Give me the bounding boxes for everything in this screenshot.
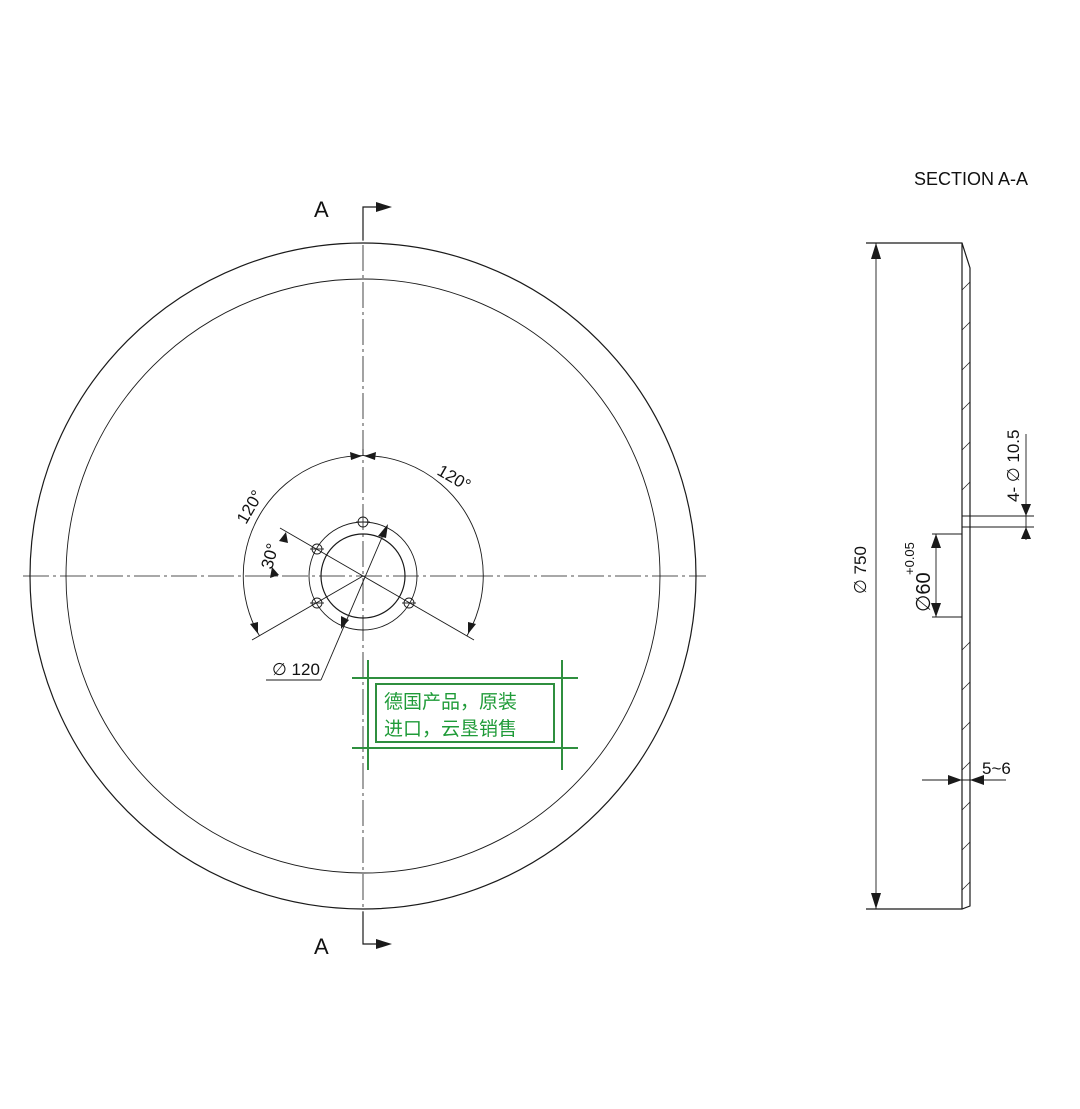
dimension-bolt-circle: ∅ 120 bbox=[272, 660, 320, 679]
angle-arrowhead bbox=[364, 452, 376, 460]
dimension-outer-diameter: ∅ 750 bbox=[851, 546, 870, 594]
front-view: A A 120° 120° 30° ∅ bbox=[23, 197, 706, 959]
angle-arrowhead bbox=[350, 452, 362, 460]
section-marker-top-line bbox=[362, 206, 378, 240]
bolt-circle-arrowhead bbox=[378, 524, 388, 538]
angle-arrowhead bbox=[270, 567, 279, 578]
bore-arrowhead bbox=[931, 534, 941, 548]
section-extent-lines bbox=[866, 242, 971, 910]
thickness-arrowhead bbox=[948, 775, 962, 785]
watermark-stamp: 德国产品，原装 进口，云垦销售 bbox=[352, 660, 578, 770]
section-title: SECTION A-A bbox=[914, 169, 1028, 189]
section-view: SECTION A-A ∅ 750 bbox=[851, 169, 1034, 910]
stamp-text-line1: 德国产品，原装 bbox=[384, 691, 517, 713]
hole-arrowhead bbox=[1021, 527, 1031, 539]
angle-arrowhead bbox=[468, 622, 476, 634]
section-marker-top-arrow bbox=[376, 202, 392, 212]
dimension-bore: ∅60 bbox=[913, 572, 935, 612]
section-marker-bottom-line bbox=[362, 912, 378, 945]
outer-diameter-arrowhead bbox=[871, 243, 881, 259]
dimension-holes: 4- ∅ 10.5 bbox=[1004, 430, 1023, 502]
dimension-angle-top: 120° bbox=[434, 461, 474, 495]
angle-extension-line bbox=[279, 527, 364, 577]
dimension-angle-small: 30° bbox=[258, 541, 283, 571]
section-marker-bottom-letter: A bbox=[314, 934, 329, 959]
dimension-thickness: 5~6 bbox=[982, 759, 1011, 778]
bolt-circle-arrowhead bbox=[341, 616, 349, 629]
hole-arrowhead bbox=[1021, 504, 1031, 516]
section-marker-top-letter: A bbox=[314, 197, 329, 222]
bolt-circle-leader bbox=[320, 527, 387, 681]
outer-diameter-arrowhead bbox=[871, 893, 881, 909]
dimension-angle-left: 120° bbox=[233, 487, 267, 527]
thickness-arrowhead bbox=[970, 775, 984, 785]
stamp-text-line2: 进口，云垦销售 bbox=[384, 718, 517, 740]
stamp-inner-frame bbox=[375, 683, 555, 743]
angle-arrowhead bbox=[250, 622, 258, 634]
angle-extension-line bbox=[251, 575, 364, 641]
bore-arrowhead bbox=[931, 603, 941, 617]
angle-extension-line bbox=[362, 575, 475, 641]
dimension-bore-tolerance: +0.05 bbox=[902, 542, 917, 575]
section-hatching bbox=[961, 281, 971, 891]
section-marker-bottom-arrow bbox=[376, 939, 392, 949]
angle-arrowhead bbox=[279, 532, 288, 543]
